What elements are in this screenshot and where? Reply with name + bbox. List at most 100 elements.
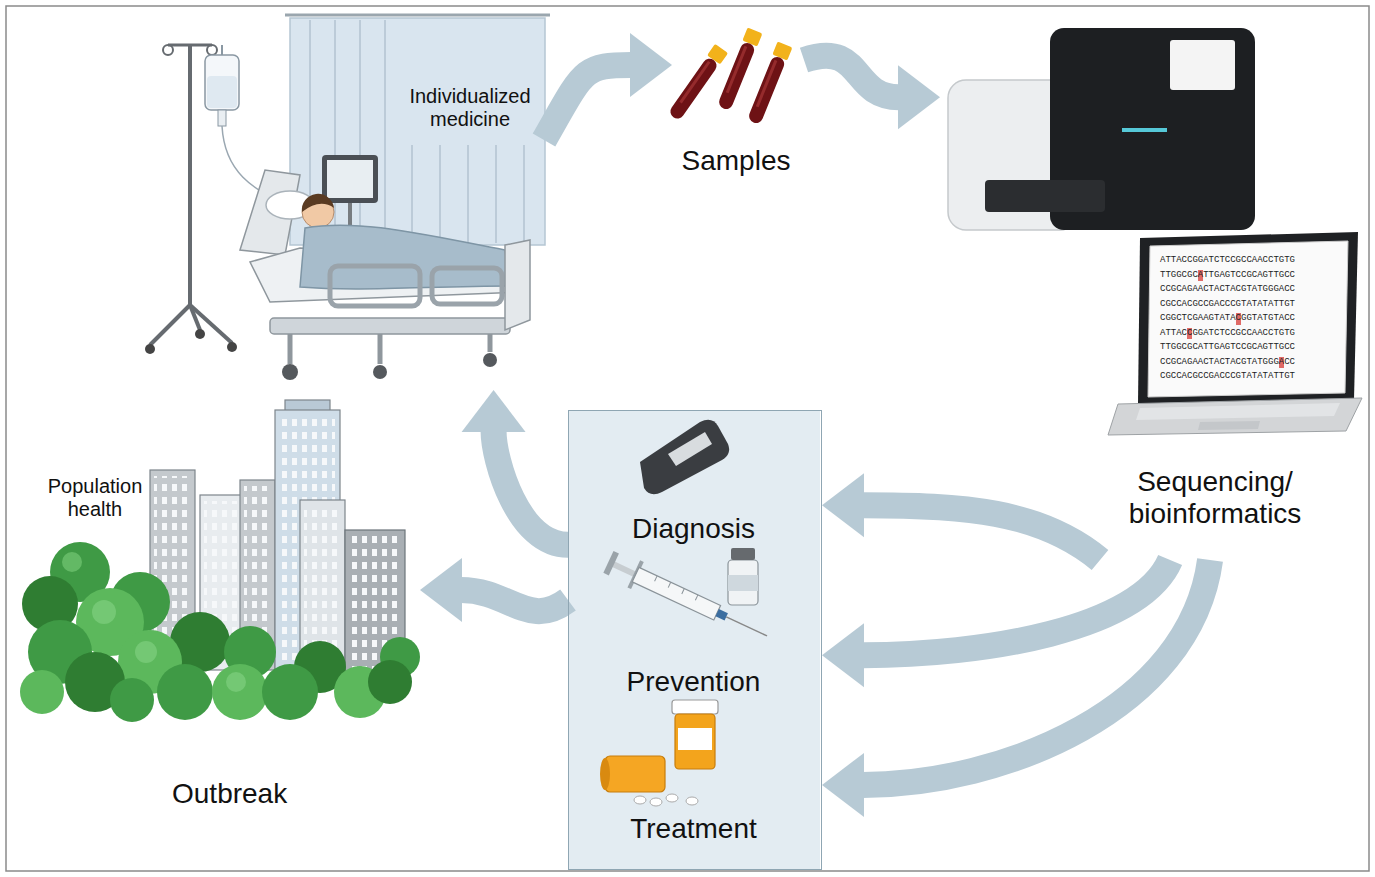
iv-pole-part xyxy=(207,45,217,55)
sequence-screen: ATTACCGGATCTCCGCCAACCTGTGTTGGCGCATTGAGTC… xyxy=(1160,253,1295,384)
sequence-text: CCGCAGAACTACTACGTATGGGACC xyxy=(1160,355,1295,370)
city-trees-part xyxy=(226,672,246,692)
sequence-line: CGCCACGCCGACCCGTATATATTGT xyxy=(1160,297,1295,312)
hospital-bed-part xyxy=(330,266,420,306)
iv-pole-part xyxy=(207,76,237,108)
sequence-text: CGGCTCGAAGTATACGGTATGTACC xyxy=(1160,311,1295,326)
city-buildings-part xyxy=(275,410,340,680)
bedside-monitor-part xyxy=(327,160,373,198)
city-trees-part xyxy=(368,660,412,704)
iv-pole-part xyxy=(145,344,155,354)
arrow-shaft xyxy=(863,505,1100,560)
sequence-line: CCGCAGAACTACTACGTATGGGACC xyxy=(1160,282,1295,297)
blood-sample-tubes-part xyxy=(746,42,792,126)
syringe-part xyxy=(682,589,685,594)
sequence-line: ATTACCGGATCTCCGCCAACCTGTG xyxy=(1160,253,1295,268)
sequencing-group: Sequencing/ bioinformatics xyxy=(940,25,1360,560)
arrow-head xyxy=(420,558,462,622)
hospital-bed-part xyxy=(302,194,334,212)
arrow-head xyxy=(822,473,864,537)
pill-bottles-part xyxy=(672,700,718,714)
blood-sample-tubes-part-part xyxy=(717,41,756,111)
city-trees-part xyxy=(212,664,268,720)
hospital-bed-part xyxy=(282,364,298,380)
hospital-curtain-part xyxy=(467,145,469,243)
sequencer-machine-part xyxy=(1122,128,1167,132)
laptop-part xyxy=(1108,398,1362,435)
sequence-text: CCGCAGAACTACTACGTATGGGACC xyxy=(1160,282,1295,297)
flow-arrow xyxy=(420,558,568,622)
laptop xyxy=(1108,232,1362,435)
flow-arrow xyxy=(822,560,1210,817)
hospital-curtain-part xyxy=(439,145,441,243)
syringe-part xyxy=(612,561,637,577)
blood-sample-tubes-part-part xyxy=(679,61,710,104)
diagnostic-device xyxy=(640,420,729,495)
node-label: Prevention xyxy=(569,666,818,698)
syringe-part xyxy=(715,609,727,620)
sequence-line: TTGGCGCATTGAGTCCGCAGTTGCC xyxy=(1160,340,1295,355)
approach-box: DiagnosisPreventionTreatment xyxy=(568,410,822,870)
sequence-text: CGCCACGCCGACCCGTATATATTGT xyxy=(1160,369,1295,384)
arrow-shaft xyxy=(804,56,899,98)
label-holder: Sequencing/ bioinformatics xyxy=(1110,466,1320,530)
blood-sample-tubes-part-part xyxy=(726,46,748,93)
iv-pole-part xyxy=(188,45,192,305)
label-holder: Diagnosis xyxy=(569,513,818,545)
hospital-curtain-part xyxy=(495,145,497,243)
arrow-head xyxy=(822,623,864,687)
sequence-text: CGCCACGCCGACCCGTATATATTGT xyxy=(1160,297,1295,312)
hospital-bed xyxy=(240,170,530,380)
flow-arrow xyxy=(804,56,940,130)
city-buildings xyxy=(150,400,405,680)
sequence-line: CGCCACGCCGACCCGTATATATTGT xyxy=(1160,369,1295,384)
sequence-text: TTGGCGCATTGAGTCCGCAGTTGCC xyxy=(1160,268,1295,283)
sequencer-machine-part xyxy=(1170,40,1235,90)
laptop-part xyxy=(1198,421,1260,430)
hospital-curtain-part xyxy=(384,20,386,243)
blood-sample-tubes xyxy=(667,28,793,126)
arrow-shaft xyxy=(863,560,1170,655)
blood-sample-tubes-part xyxy=(667,44,728,122)
arrow-head xyxy=(898,65,940,129)
pill-bottles-part xyxy=(650,798,662,806)
pill-bottles-part xyxy=(678,728,712,750)
pill-bottles-part xyxy=(675,714,715,769)
vaccine-vial xyxy=(728,548,758,605)
city-trees xyxy=(20,542,420,722)
label-holder: Individualized medicine xyxy=(400,85,540,131)
blood-sample-tubes-part-part xyxy=(756,60,778,107)
node-label: Sequencing/ bioinformatics xyxy=(1110,466,1320,530)
hospital-curtain xyxy=(285,15,550,245)
flow-arrow xyxy=(462,390,568,545)
flow-arrow xyxy=(822,560,1170,687)
flow-arrow xyxy=(822,473,1100,560)
pill-bottles-part xyxy=(666,794,678,802)
hospital-bed-part xyxy=(483,353,497,367)
node-label: Outbreak xyxy=(172,778,287,810)
node-label: Individualized medicine xyxy=(400,85,540,131)
syringe xyxy=(602,548,773,649)
iv-pole-part xyxy=(190,305,232,343)
sequence-text: ATTACCGGATCTCCGCCAACCTGTG xyxy=(1160,253,1295,268)
laptop-part xyxy=(1148,241,1348,397)
city-trees-part xyxy=(157,664,213,720)
patient-scene: Individualized medicine xyxy=(150,10,544,390)
diagnostic-device-part xyxy=(640,420,729,495)
hospital-bed-part xyxy=(432,268,502,304)
sequence-text: ATTACCGGATCTCCGCCAACCTGTG xyxy=(1160,326,1295,341)
hospital-bed-part xyxy=(505,240,530,330)
laptop-part xyxy=(1136,403,1340,420)
sequence-line: CCGCAGAACTACTACGTATGGGACC xyxy=(1160,355,1295,370)
syringe-part xyxy=(632,567,720,620)
hospital-curtain-part xyxy=(290,18,545,245)
syringe-part xyxy=(668,582,671,587)
sequencer-machine xyxy=(948,28,1255,230)
vaccine-vial-part xyxy=(731,548,755,560)
pill-bottles-part xyxy=(634,796,646,804)
blood-sample-tubes-part-part xyxy=(668,56,720,121)
sequencer-machine-part xyxy=(985,180,1105,212)
arrow-shaft xyxy=(494,431,568,545)
